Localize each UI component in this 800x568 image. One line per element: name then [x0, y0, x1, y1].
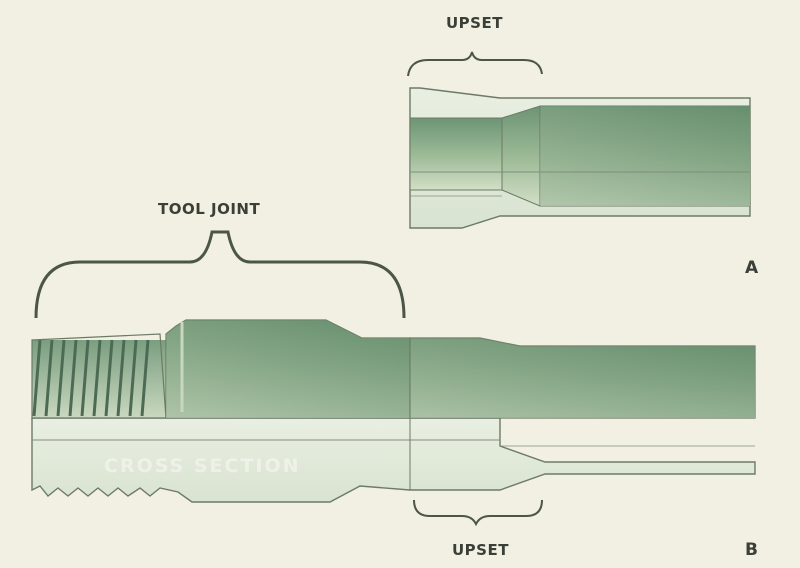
- panel-a-label: A: [745, 258, 759, 278]
- pipe-a-bore-upset: [409, 117, 503, 191]
- tool-joint-label: TOOL JOINT: [158, 200, 261, 218]
- pin-threads: [32, 339, 150, 417]
- cross-section-label: CROSS SECTION: [104, 455, 301, 477]
- panel-b-label: B: [745, 540, 759, 560]
- tool-joint-brace: [34, 230, 406, 319]
- upset-b-brace: [413, 499, 543, 527]
- pipe-b-cross-section: [31, 417, 756, 503]
- pipe-a-bore-taper: [501, 105, 541, 207]
- pipe-b: [31, 319, 756, 503]
- upset-a-brace: [407, 51, 543, 77]
- pipe-a: [409, 87, 751, 229]
- upset-bottom-label: UPSET: [452, 541, 509, 559]
- upset-top-label: UPSET: [446, 14, 503, 32]
